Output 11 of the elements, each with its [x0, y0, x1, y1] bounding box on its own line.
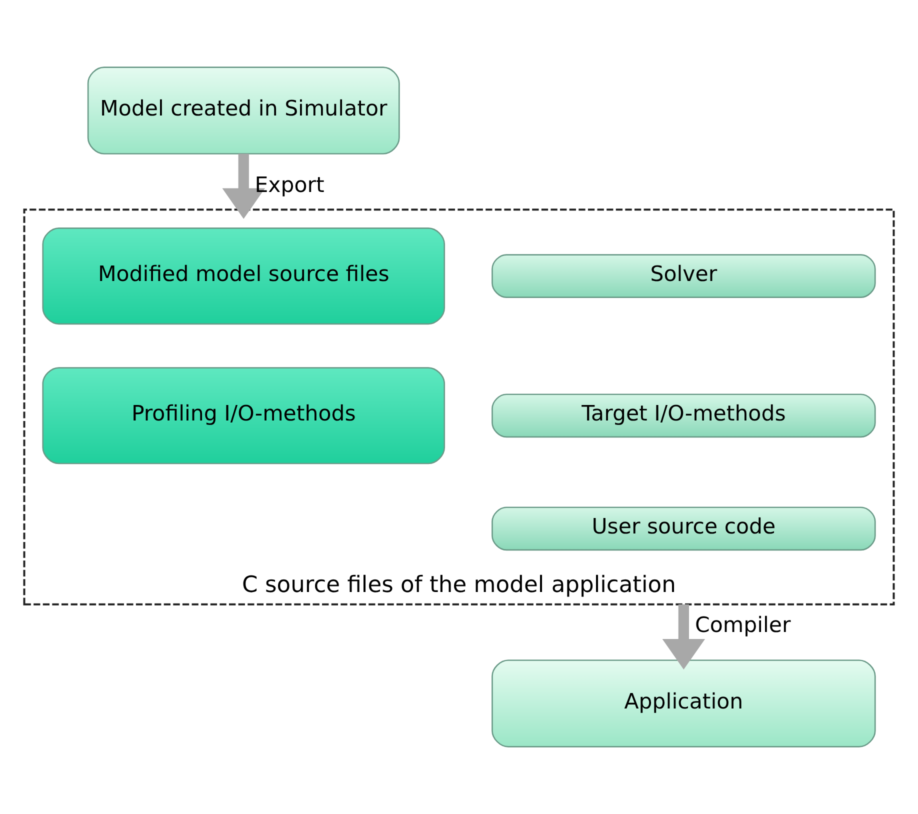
node-box: Target I/O-methods	[492, 394, 876, 438]
edge-label: Export	[254, 173, 324, 198]
arrow	[662, 604, 706, 670]
node-box: Model created in Simulator	[87, 66, 400, 154]
node-box: Profiling I/O-methods	[42, 367, 446, 464]
arrow	[222, 154, 265, 219]
node-box: Modified model source files	[42, 228, 446, 325]
node-box: Application	[492, 660, 876, 748]
node-box: Solver	[492, 254, 876, 298]
node-box: User source code	[492, 506, 876, 551]
edge-label: Compiler	[695, 613, 791, 638]
